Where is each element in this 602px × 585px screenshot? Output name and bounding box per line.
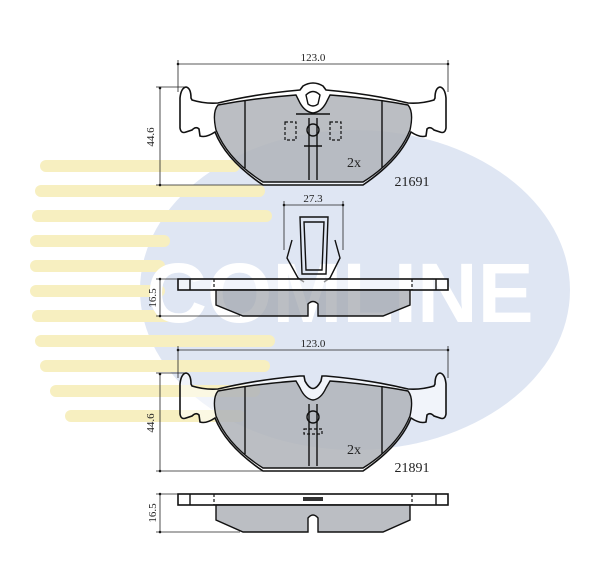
thickness-dimension: 16.5: [147, 288, 159, 308]
pad-top-front-view: 123.0 44.6 2x 21691: [145, 52, 450, 190]
height-dimension: 44.6: [145, 127, 157, 147]
clip-width-dimension: 27.3: [303, 193, 323, 205]
width-dimension: 123.0: [301, 338, 326, 350]
part-number: 21691: [395, 175, 430, 190]
part-number: 21891: [395, 461, 430, 476]
pad-top-side-view: 16.5: [147, 277, 449, 318]
height-dimension: 44.6: [145, 413, 157, 433]
pad-bottom-front-view: 123.0 44.6 2x 21891: [145, 338, 450, 476]
thickness-dimension: 16.5: [147, 503, 159, 523]
pad-clip-eye: [305, 90, 321, 107]
quantity-label: 2x: [347, 156, 361, 171]
spring-clip-outline: [284, 121, 342, 141]
comline-watermark-logo: COMLINE: [30, 130, 570, 450]
width-dimension: 123.0: [301, 52, 326, 64]
quantity-label: 2x: [347, 443, 361, 458]
friction-material: [213, 94, 413, 183]
pad-bottom-side-view: 16.5: [147, 492, 449, 534]
